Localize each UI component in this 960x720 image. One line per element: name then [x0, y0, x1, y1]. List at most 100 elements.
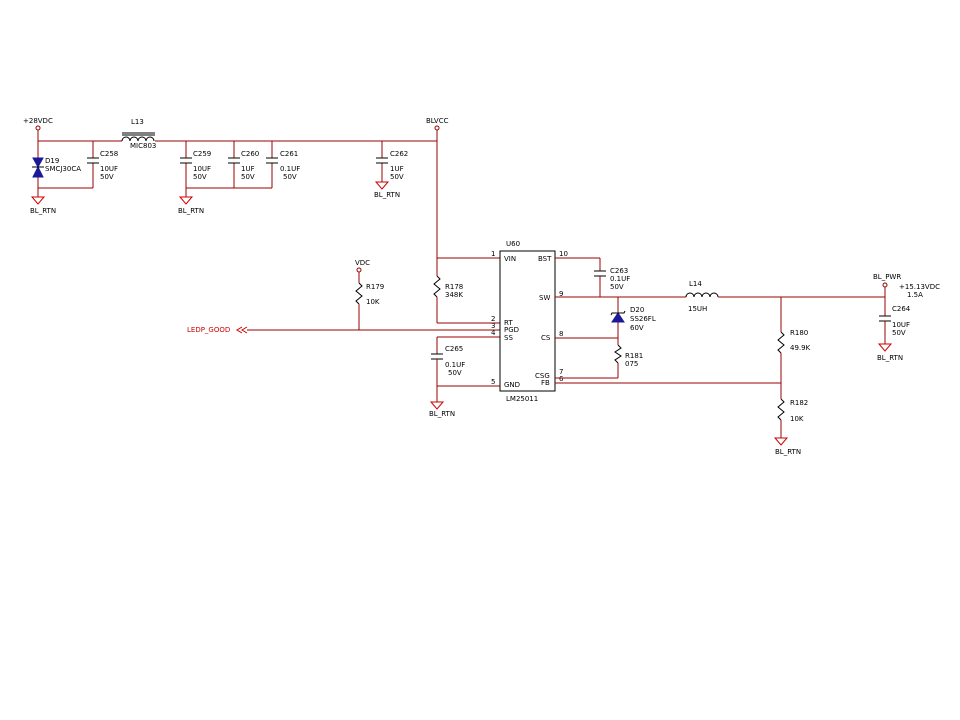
- c263-ref: C263: [610, 267, 628, 275]
- gnd-label-d19: BL_RTN: [30, 207, 56, 215]
- d19-ref: D19: [45, 157, 59, 165]
- off-page-connector: [236, 326, 248, 334]
- c258-ref: C258: [100, 150, 118, 158]
- ground-icon: [773, 437, 789, 446]
- ground-icon: [429, 401, 445, 410]
- net-port-28vdc: [35, 125, 41, 131]
- net-label-blvcc: BLVCC: [426, 117, 449, 125]
- r182-resistor-symbol: [777, 398, 785, 421]
- pin-name-gnd: GND: [504, 381, 520, 389]
- r182-ref: R182: [790, 399, 808, 407]
- c259-rating: 50V: [193, 173, 207, 181]
- c262-ref: C262: [390, 150, 408, 158]
- gnd-label-c264: BL_RTN: [877, 354, 903, 362]
- c260-capacitor-symbol: [228, 157, 240, 164]
- c264-value: 10UF: [892, 321, 910, 329]
- pin-name-csg: CSG: [535, 372, 550, 380]
- ic-part: LM25011: [506, 395, 538, 403]
- c263-value: 0.1UF: [610, 275, 630, 283]
- r180-value: 49.9K: [790, 344, 811, 352]
- c260-value: 1UF: [241, 165, 255, 173]
- c262-capacitor-symbol: [376, 157, 388, 164]
- pin-num-csg: 7: [559, 368, 563, 376]
- r179-resistor-symbol: [355, 282, 363, 305]
- pin-num-pgd: 3: [491, 322, 495, 330]
- d20-rating: 60V: [630, 324, 644, 332]
- output-current-label: 1.5A: [907, 291, 923, 299]
- r179-ref: R179: [366, 283, 384, 291]
- l14-value: 15UH: [688, 305, 707, 313]
- pin-num-sw: 9: [559, 290, 563, 298]
- net-port-vdc: [356, 267, 362, 273]
- ic-u60-body: [499, 250, 556, 392]
- c264-ref: C264: [892, 305, 911, 313]
- pin-name-bst: BST: [538, 255, 552, 263]
- ground-icon: [30, 196, 46, 205]
- d20-schottky-diode-symbol: [610, 310, 626, 323]
- c258-value: 10UF: [100, 165, 118, 173]
- c261-ref: C261: [280, 150, 298, 158]
- c262-value: 1UF: [390, 165, 404, 173]
- c264-rating: 50V: [892, 329, 906, 337]
- gnd-label-r182: BL_RTN: [775, 448, 801, 456]
- c258-capacitor-symbol: [87, 157, 99, 164]
- c265-capacitor-symbol: [431, 353, 443, 360]
- c263-rating: 50V: [610, 283, 624, 291]
- pin-name-cs: CS: [541, 334, 551, 342]
- gnd-label-c262: BL_RTN: [374, 191, 400, 199]
- net-label-ledp-good: LEDP_GOOD: [187, 326, 230, 334]
- pin-num-gnd: 5: [491, 378, 495, 386]
- c260-rating: 50V: [241, 173, 255, 181]
- c258-rating: 50V: [100, 173, 114, 181]
- pin-name-vin: VIN: [504, 255, 516, 263]
- c261-capacitor-symbol: [266, 157, 278, 164]
- d19-tvs-diode-symbol: [32, 157, 44, 178]
- c261-value: 0.1UF: [280, 165, 300, 173]
- r178-resistor-symbol: [433, 275, 441, 298]
- ground-icon: [178, 196, 194, 205]
- d19-value: SMCJ30CA: [45, 165, 81, 173]
- pin-num-bst: 10: [559, 250, 568, 258]
- pin-num-cs: 8: [559, 330, 563, 338]
- ground-icon: [877, 343, 893, 352]
- c265-value: 0.1UF: [445, 361, 465, 369]
- c262-rating: 50V: [390, 173, 404, 181]
- gnd-label-c259: BL_RTN: [178, 207, 204, 215]
- l13-inductor-symbol: [121, 132, 155, 142]
- ground-icon: [374, 181, 390, 190]
- r181-resistor-symbol: [614, 344, 622, 364]
- r180-ref: R180: [790, 329, 808, 337]
- net-label-28vdc: +28VDC: [23, 117, 53, 125]
- r182-value: 10K: [790, 415, 804, 423]
- c263-capacitor-symbol: [594, 270, 606, 277]
- c259-value: 10UF: [193, 165, 211, 173]
- r179-value: 10K: [366, 298, 380, 306]
- pin-name-sw: SW: [539, 294, 550, 302]
- c261-rating: 50V: [283, 173, 297, 181]
- c265-ref: C265: [445, 345, 463, 353]
- net-label-bl-pwr: BL_PWR: [873, 273, 901, 281]
- r180-resistor-symbol: [777, 331, 785, 354]
- output-voltage-label: +15.13VDC: [899, 283, 940, 291]
- c259-capacitor-symbol: [180, 157, 192, 164]
- pin-name-rt: RT: [504, 319, 513, 327]
- input-rail-wires: [37, 130, 500, 259]
- pin-name-ss: SS: [504, 334, 513, 342]
- r178-ref: R178: [445, 283, 463, 291]
- d20-value: SS26FL: [630, 315, 656, 323]
- gnd-label-c265: BL_RTN: [429, 410, 455, 418]
- c259-ref: C259: [193, 150, 211, 158]
- net-label-vdc: VDC: [355, 259, 370, 267]
- c265-rating: 50V: [448, 369, 462, 377]
- pin-num-vin: 1: [491, 250, 495, 258]
- r181-ref: R181: [625, 352, 643, 360]
- pin-name-pgd: PGD: [504, 326, 519, 334]
- r181-value: 075: [625, 360, 638, 368]
- pin-num-ss: 4: [491, 329, 496, 337]
- pin-num-rt: 2: [491, 315, 495, 323]
- net-port-blvcc: [434, 125, 440, 131]
- ic-ref: U60: [506, 240, 520, 248]
- c264-capacitor-symbol: [879, 315, 891, 322]
- l13-ref: L13: [131, 118, 144, 126]
